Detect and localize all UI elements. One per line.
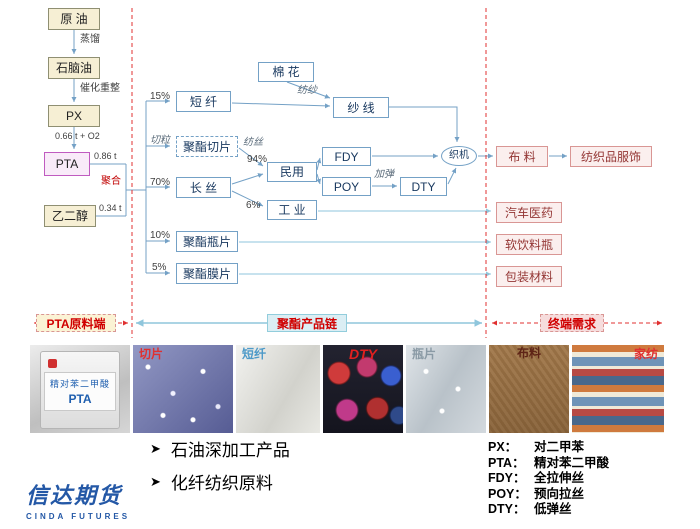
- photo-caption-chips: 切片: [139, 347, 164, 361]
- photo-bottle-flakes: 瓶片: [406, 345, 486, 433]
- node-fdy: FDY: [322, 147, 371, 166]
- label-polymerize: 聚合: [101, 176, 121, 187]
- legend-abbr-fdy: FDY：: [488, 471, 526, 485]
- legend-row-poy: POY： 预向拉丝: [488, 487, 609, 503]
- photo-caption-flakes: 瓶片: [412, 347, 437, 361]
- photo-fabric: 布料: [489, 345, 569, 433]
- abbreviation-legend: PX： 对二甲苯 PTA： 精对苯二甲酸 FDY： 全拉伸丝 POY： 预向拉丝…: [488, 440, 609, 518]
- node-meg: 乙二醇: [44, 205, 96, 227]
- bag-text-line1: 精对苯二甲酸: [49, 378, 110, 389]
- legend-full-dty: 低弹丝: [534, 502, 572, 516]
- bag-text-line2: PTA: [68, 391, 92, 406]
- legend-abbr-pta: PTA：: [488, 455, 525, 470]
- label-granulate: 切粒: [150, 135, 170, 146]
- legend-row-dty: DTY： 低弹丝: [488, 502, 609, 518]
- bullet-text-1: 石油深加工产品: [170, 441, 290, 460]
- node-loom: 织机: [441, 146, 477, 166]
- node-polyester-chips: 聚酯切片: [176, 136, 238, 157]
- label-pct-industrial: 6%: [246, 200, 261, 211]
- label-pct-civil: 94%: [247, 154, 268, 165]
- node-packaging: 包装材料: [496, 266, 562, 287]
- node-naphtha: 石脑油: [48, 57, 100, 79]
- legend-full-poy: 预向拉丝: [534, 486, 585, 501]
- photo-home-textile: 家纺: [572, 345, 664, 433]
- label-texturize: 加弹: [374, 169, 394, 180]
- section-label-terminal-demand: 终端需求: [540, 314, 604, 332]
- node-fabric: 布 料: [496, 146, 548, 167]
- pta-bag-graphic: 精对苯二甲酸 PTA: [40, 351, 120, 429]
- legend-full-pta: 精对苯二甲酸: [534, 455, 610, 470]
- label-reform: 催化重整: [80, 83, 120, 94]
- section-label-polyester-chain: 聚酯产品链: [267, 314, 347, 332]
- node-bottle-chip: 聚酯瓶片: [176, 231, 238, 252]
- node-civil-use: 民用: [267, 162, 317, 182]
- node-dty: DTY: [400, 177, 447, 196]
- node-industrial-use: 工 业: [267, 200, 317, 220]
- legend-row-px: PX： 对二甲苯: [488, 440, 609, 456]
- bag-logo-mark-icon: [48, 359, 57, 368]
- arrow-bullet-icon: ➤: [150, 473, 161, 489]
- node-cotton: 棉 花: [258, 62, 314, 82]
- label-px-to-pta: 0.66 t + O2: [55, 131, 100, 141]
- bullet-row-2: ➤ 化纤纺织原料: [150, 469, 290, 494]
- legend-abbr-dty: DTY：: [488, 502, 526, 516]
- bullet-list: ➤ 石油深加工产品 ➤ 化纤纺织原料: [150, 436, 290, 502]
- photo-pta-bag: 精对苯二甲酸 PTA: [30, 345, 130, 433]
- photo-chips: 切片: [133, 345, 233, 433]
- cinda-futures-logo: 信达期货 CINDA FUTURES: [26, 478, 130, 521]
- logo-cn-text: 信达期货: [26, 483, 123, 508]
- legend-row-fdy: FDY： 全拉伸丝: [488, 471, 609, 487]
- section-label-pta-feedstock: PTA原料端: [36, 314, 116, 332]
- label-spin-yarn: 纺纱: [297, 85, 317, 96]
- label-pta-ratio: 0.86 t: [94, 151, 117, 161]
- legend-abbr-px: PX：: [488, 440, 518, 454]
- node-px: PX: [48, 105, 100, 127]
- legend-row-pta: PTA： 精对苯二甲酸: [488, 456, 609, 472]
- node-crude-oil: 原 油: [48, 8, 100, 30]
- label-pct-filament: 70%: [150, 177, 171, 188]
- photo-dty-yarn: DTY: [323, 345, 403, 433]
- node-filament: 长 丝: [176, 177, 231, 198]
- label-pct-staple: 15%: [150, 91, 171, 102]
- label-meg-ratio: 0.34 t: [99, 203, 122, 213]
- photo-caption-home-textile: 家纺: [633, 347, 658, 361]
- arrow-bullet-icon: ➤: [150, 440, 161, 456]
- photo-caption-dty: DTY: [349, 346, 377, 362]
- photo-caption-fabric: 布料: [516, 346, 542, 360]
- node-auto-medicine: 汽车医药: [496, 202, 562, 223]
- label-pct-bottle: 10%: [150, 230, 171, 241]
- node-film-chip: 聚酯膜片: [176, 263, 238, 284]
- node-pta: PTA: [44, 152, 90, 176]
- bullet-row-1: ➤ 石油深加工产品: [150, 436, 290, 461]
- node-soft-drink-bottle: 软饮料瓶: [496, 234, 562, 255]
- node-apparel: 纺织品服饰: [570, 146, 652, 167]
- label-pct-film: 5%: [152, 262, 167, 273]
- photo-caption-staple: 短纤: [242, 347, 267, 361]
- bullet-text-2: 化纤纺织原料: [170, 474, 273, 493]
- node-poy: POY: [322, 177, 371, 196]
- pta-bag-label: 精对苯二甲酸 PTA: [44, 371, 116, 411]
- legend-full-fdy: 全拉伸丝: [534, 471, 585, 485]
- photo-staple-fiber: 短纤: [236, 345, 320, 433]
- logo-en-text: CINDA FUTURES: [26, 512, 131, 521]
- node-staple-fiber: 短 纤: [176, 91, 231, 112]
- label-distill: 蒸馏: [80, 34, 100, 45]
- node-yarn: 纱 线: [333, 97, 389, 118]
- legend-abbr-poy: POY：: [488, 486, 527, 501]
- legend-full-px: 对二甲苯: [534, 440, 585, 454]
- label-spin-silk: 纺丝: [243, 137, 263, 148]
